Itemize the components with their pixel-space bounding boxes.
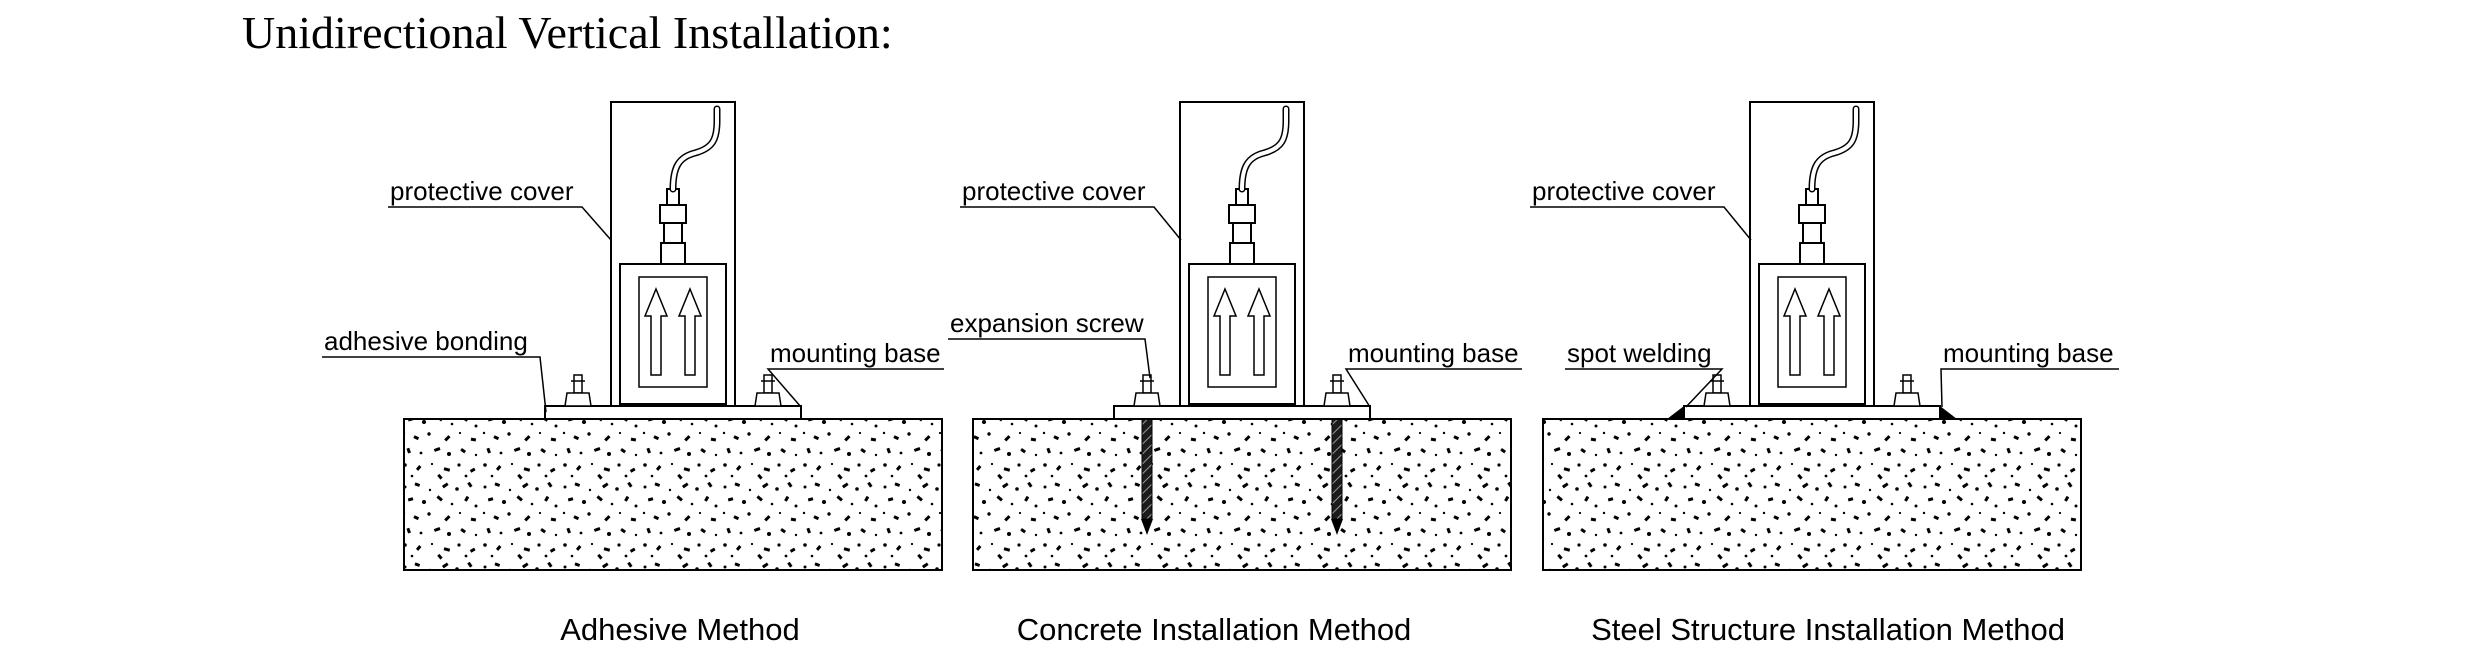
concrete-block (972, 418, 1512, 571)
caption-steel-method: Steel Structure Installation Method (1591, 612, 2065, 647)
label-mounting-base: mounting base (1348, 338, 1519, 368)
leader-protective-cover (388, 206, 612, 241)
leader-mounting-base (1940, 368, 2119, 408)
diagram-concrete: protective cover expansion screw mountin… (948, 102, 1522, 647)
diagram-steel: protective cover spot welding mounting b… (1530, 102, 2119, 647)
device-group (1114, 102, 1370, 419)
concrete-block (403, 418, 943, 571)
leader-mounting-base (1344, 368, 1522, 408)
left-expansion-anchor (1140, 418, 1154, 536)
label-protective-cover: protective cover (390, 176, 574, 206)
leader-protective-cover (1530, 206, 1752, 241)
label-mounting-base: mounting base (770, 338, 941, 368)
leader-spot-welding (1565, 368, 1724, 408)
label-protective-cover: protective cover (962, 176, 1146, 206)
leader-mounting-base (766, 368, 944, 408)
caption-adhesive-method: Adhesive Method (560, 612, 800, 647)
steel-structure-block (1542, 418, 2082, 571)
device-group (545, 102, 801, 419)
label-expansion-screw: expansion screw (950, 308, 1144, 338)
sensor-device-instance (1114, 102, 1370, 419)
label-mounting-base: mounting base (1943, 338, 2114, 368)
page-title: Unidirectional Vertical Installation: (242, 7, 893, 58)
weld-mark-left (1667, 406, 1684, 419)
label-protective-cover: protective cover (1532, 176, 1716, 206)
leader-expansion-screw (948, 338, 1151, 379)
right-expansion-anchor (1330, 418, 1344, 536)
diagram-adhesive: protective cover adhesive bonding mounti… (322, 102, 944, 647)
device-group (1667, 102, 1957, 419)
caption-concrete-method: Concrete Installation Method (1017, 612, 1412, 647)
weld-mark-right (1940, 406, 1957, 419)
leader-protective-cover (960, 206, 1182, 241)
sensor-device-instance (1684, 102, 1940, 419)
label-spot-welding: spot welding (1567, 338, 1712, 368)
sensor-device-instance (545, 102, 801, 419)
leader-adhesive-bonding (322, 356, 547, 413)
label-adhesive-bonding: adhesive bonding (324, 326, 528, 356)
